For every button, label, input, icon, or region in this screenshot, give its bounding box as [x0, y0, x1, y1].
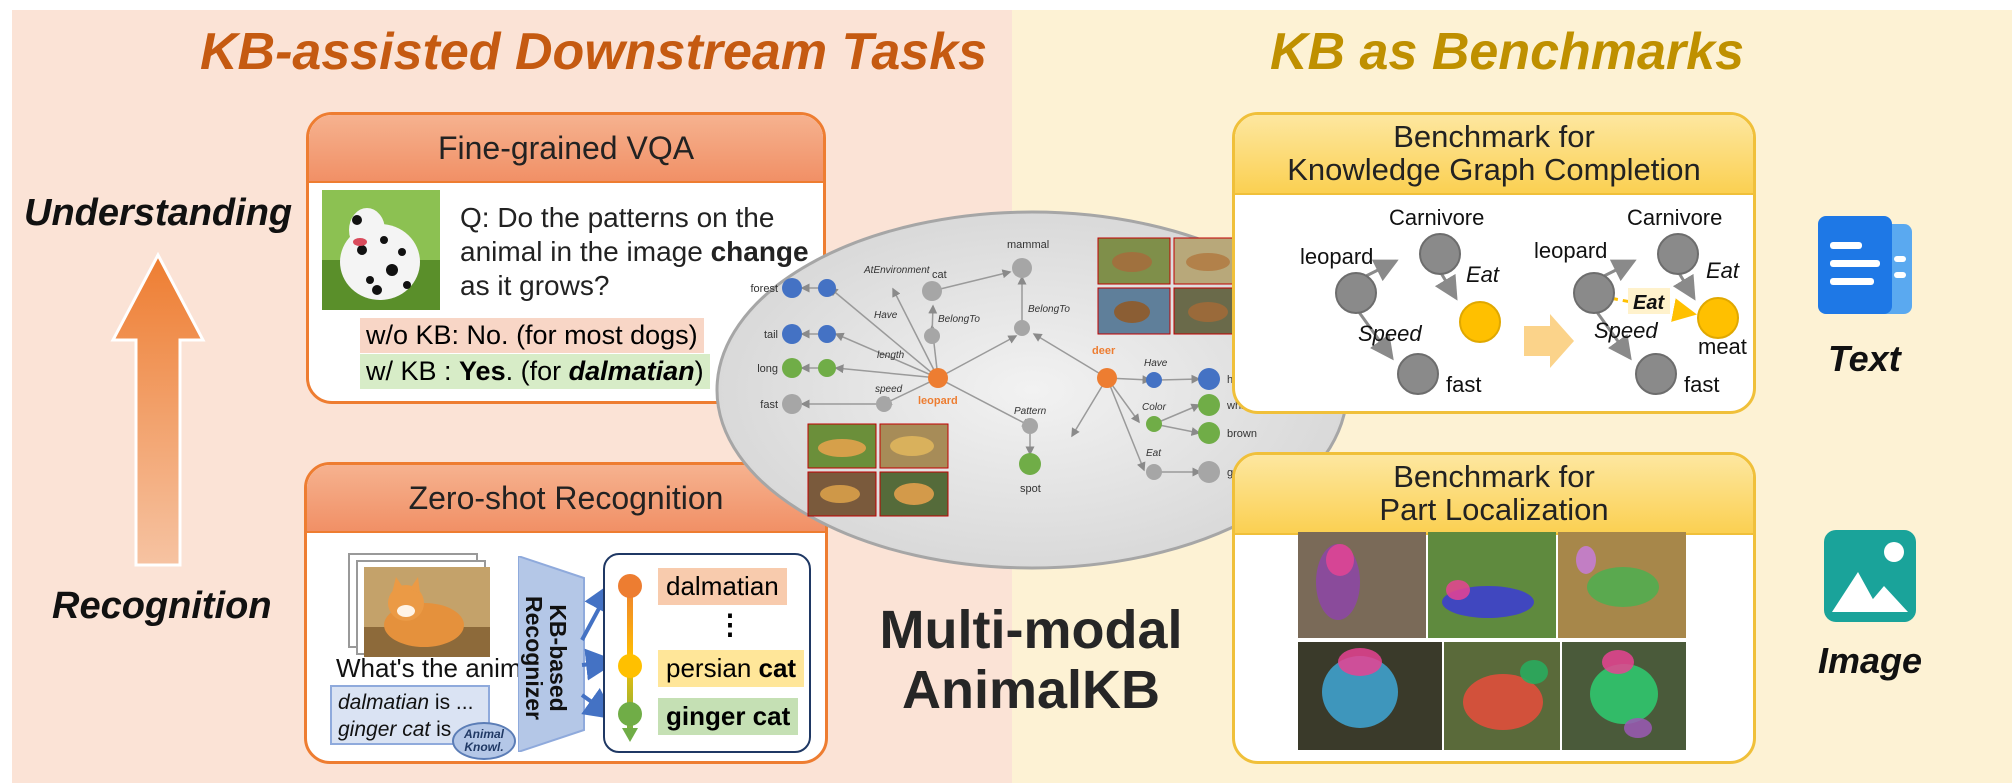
kg-label-deer: deer — [1092, 345, 1116, 357]
vqa-question-line-1: Q: Do the patterns on the — [460, 202, 775, 233]
knowledge-line-1-rest: is ... — [429, 691, 474, 714]
kgc-right-leopard: leopard — [1534, 238, 1607, 263]
vqa-answer-yes: Yes — [459, 356, 506, 386]
part-localization-images — [1298, 532, 1686, 750]
bubble-line-1: Animal — [463, 727, 504, 741]
kgc-right-speed: Speed — [1594, 318, 1658, 343]
vqa-answer-mid: . (for — [505, 356, 569, 386]
left-section-title: KB-assisted Downstream Tasks — [200, 23, 988, 81]
kg-label-tail: tail — [764, 329, 778, 341]
kgc-right-eat: Eat — [1706, 258, 1740, 283]
image-icon — [1824, 530, 1916, 622]
kg-label-brown: brown — [1227, 428, 1257, 440]
part-loc-card-header: Benchmark for Part Localization — [1235, 455, 1753, 535]
dalmatian-photo — [322, 190, 440, 310]
result-persian-text: persian — [666, 653, 759, 683]
knowledge-line-2-term: ginger cat — [338, 718, 431, 741]
kb-recognizer-block — [518, 556, 585, 752]
kg-label-belongto-1: BelongTo — [938, 314, 980, 325]
kgc-header-line-2: Knowledge Graph Completion — [1287, 152, 1701, 187]
leopard-thumbnails — [807, 423, 949, 517]
animal-knowledge-bubble: Animal Knowl. — [452, 722, 516, 760]
kgc-left-speed: Speed — [1358, 321, 1422, 346]
kb-recognizer-label-line-2: Recognizer — [521, 596, 547, 720]
kgc-card-header: Benchmark for Knowledge Graph Completion — [1235, 115, 1753, 195]
kg-label-length: length — [877, 350, 905, 361]
kgc-right-meat: meat — [1698, 334, 1747, 359]
kgc-graph-illustration: Carnivore leopard Eat Speed fast Carnivo… — [1300, 205, 1747, 397]
vqa-card-header: Fine-grained VQA — [309, 115, 823, 183]
part-loc-header-line-2: Part Localization — [1379, 492, 1609, 527]
kg-label-at-environment: AtEnvironment — [863, 265, 931, 276]
up-arrow-icon — [110, 251, 206, 567]
kb-recognizer-label: KB-based Recognizer — [521, 596, 571, 720]
center-title-line-1: Multi-modal — [879, 600, 1183, 660]
vqa-question-line-2: animal in the image change — [460, 236, 809, 268]
kgc-header-line-1: Benchmark for — [1393, 119, 1595, 155]
part-loc-header-line-1: Benchmark for — [1393, 459, 1595, 495]
knowledge-line-1-term: dalmatian — [338, 691, 430, 714]
result-dalmatian: dalmatian — [658, 568, 787, 605]
vqa-answer-without-kb-prefix: w/o KB: — [366, 320, 467, 350]
kb-recognizer-label-inner: KB-based Recognizer — [521, 573, 571, 743]
kg-label-spot: spot — [1020, 483, 1041, 495]
kgc-left-leopard: leopard — [1300, 244, 1373, 269]
kg-label-leopard: leopard — [918, 395, 958, 407]
vqa-answer-without-kb: w/o KB: No. (for most dogs) — [360, 318, 704, 353]
knowledge-text-box: dalmatian is ... ginger cat is ... — [330, 685, 490, 745]
kb-recognizer-label-line-1: KB-based — [545, 604, 571, 712]
text-modality-label: Text — [1828, 338, 1901, 379]
kg-label-forest: forest — [750, 283, 778, 295]
kg-label-belongto-2: BelongTo — [1028, 304, 1070, 315]
kg-label-have-2: Have — [1144, 358, 1168, 369]
kg-label-color: Color — [1142, 402, 1167, 413]
kgc-right-fast: fast — [1684, 372, 1719, 397]
kg-label-mammal: mammal — [1007, 239, 1049, 251]
vqa-answer-without-kb-text: No. (for most dogs) — [466, 320, 698, 350]
kgc-left-eat: Eat — [1466, 262, 1500, 287]
result-persian-cat: persian cat — [658, 650, 805, 687]
result-ginger-cat: ginger cat — [658, 698, 799, 735]
kg-label-have-1: Have — [874, 310, 898, 321]
understanding-label: Understanding — [24, 192, 293, 234]
knowledge-line-1: dalmatian is ... — [338, 691, 473, 715]
kg-label-long: long — [757, 363, 778, 375]
kgc-right-carnivore: Carnivore — [1627, 205, 1722, 230]
vqa-answer-breed: dalmatian — [568, 356, 695, 386]
vqa-question-line-2-text: animal in the image — [460, 236, 711, 267]
ginger-cat-photo — [364, 567, 490, 657]
kgc-left-fast: fast — [1446, 372, 1481, 397]
bubble-line-2: Knowl. — [464, 740, 504, 754]
kg-label-pattern: Pattern — [1014, 406, 1047, 417]
recognition-label: Recognition — [52, 585, 272, 627]
vqa-answer-with-kb-prefix: w/ KB : — [366, 356, 460, 386]
kg-label-eat: Eat — [1146, 448, 1162, 459]
zsr-card-header: Zero-shot Recognition — [307, 465, 825, 533]
ranking-line — [618, 574, 642, 742]
document-icon — [1818, 216, 1912, 314]
image-modality-label: Image — [1818, 640, 1923, 681]
vqa-answer-close: ) — [694, 356, 704, 386]
kg-label-speed: speed — [875, 384, 903, 395]
vqa-answer-with-kb: w/ KB : Yes. (for dalmatian) — [360, 354, 710, 389]
kgc-predicted-eat: Eat — [1633, 292, 1665, 314]
vqa-question-keyword: change — [710, 236, 809, 267]
kgc-left-carnivore: Carnivore — [1389, 205, 1484, 230]
center-title: Multi-modal AnimalKB — [870, 600, 1192, 720]
result-ellipsis: ⋮ — [716, 609, 744, 640]
kg-label-fast: fast — [760, 399, 778, 411]
center-title-line-2: AnimalKB — [901, 660, 1161, 720]
right-section-title: KB as Benchmarks — [1270, 23, 1744, 81]
vqa-question-line-3: as it grows? — [460, 270, 610, 301]
kg-label-cat: cat — [932, 269, 947, 281]
result-persian-keyword: cat — [758, 653, 797, 683]
